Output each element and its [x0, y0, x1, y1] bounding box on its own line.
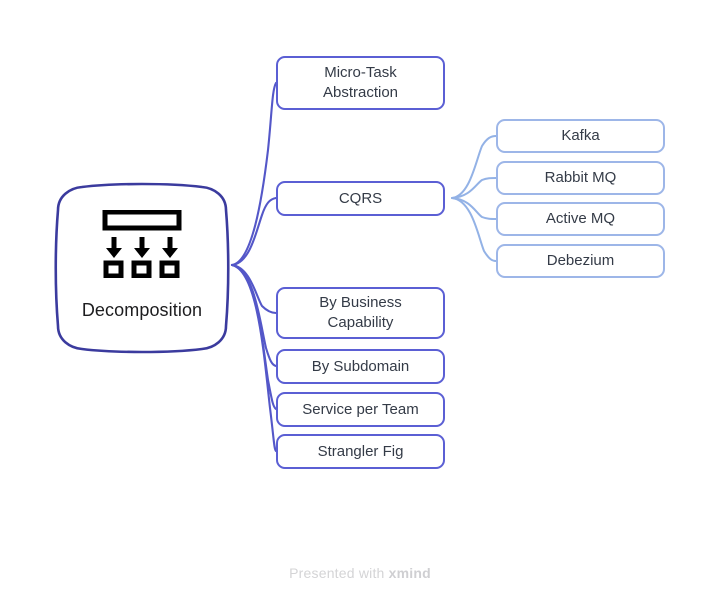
root-topic-decomposition[interactable]: Decomposition	[54, 182, 230, 354]
edge-cqrs-to-kafka	[451, 135, 497, 199]
topic-by-subdomain[interactable]: By Subdomain	[276, 349, 445, 384]
topic-active-mq[interactable]: Active MQ	[496, 202, 665, 236]
topic-label: Active MQ	[545, 210, 616, 228]
topic-kafka[interactable]: Kafka	[496, 119, 665, 153]
topic-label: By Business Capability	[319, 294, 402, 331]
topic-service-per-team[interactable]: Service per Team	[276, 392, 445, 427]
edge-root-to-by-subdomain	[230, 263, 278, 368]
topic-label: CQRS	[338, 189, 383, 207]
root-topic-label: Decomposition	[81, 300, 203, 320]
edge-root-to-service-per-team	[230, 263, 278, 411]
topic-rabbit-mq[interactable]: Rabbit MQ	[496, 161, 665, 195]
topic-label: Kafka	[561, 127, 600, 145]
edge-root-to-micro-task	[230, 81, 278, 267]
topic-label: Strangler Fig	[317, 442, 404, 460]
edge-root-to-cqrs	[230, 196, 278, 267]
topic-debezium[interactable]: Debezium	[496, 244, 665, 278]
footer-prefix: Presented with	[289, 565, 389, 581]
topic-cqrs[interactable]: CQRS	[276, 181, 445, 216]
edge-root-to-strangler-fig	[230, 263, 278, 453]
topic-micro-task-abstraction[interactable]: Micro-Task Abstraction	[276, 56, 445, 110]
edge-cqrs-to-active-mq	[451, 197, 497, 220]
edge-cqrs-to-rabbit-mq	[451, 177, 497, 199]
topic-strangler-fig[interactable]: Strangler Fig	[276, 434, 445, 469]
topic-label: Rabbit MQ	[544, 169, 617, 187]
footer-brand: xmind	[388, 565, 431, 581]
topic-by-business-capability[interactable]: By Business Capability	[276, 287, 445, 339]
topic-label: Service per Team	[302, 400, 419, 418]
decomposition-icon	[102, 210, 182, 278]
edge-cqrs-to-debezium	[451, 197, 497, 262]
topic-label: Debezium	[546, 252, 615, 270]
footer-watermark: Presented with xmind	[0, 565, 720, 581]
edge-root-to-by-business-capability	[230, 263, 278, 315]
root-topic-shape	[54, 182, 230, 354]
topic-label: Micro-Task Abstraction	[322, 64, 399, 101]
topic-label: By Subdomain	[311, 357, 410, 375]
